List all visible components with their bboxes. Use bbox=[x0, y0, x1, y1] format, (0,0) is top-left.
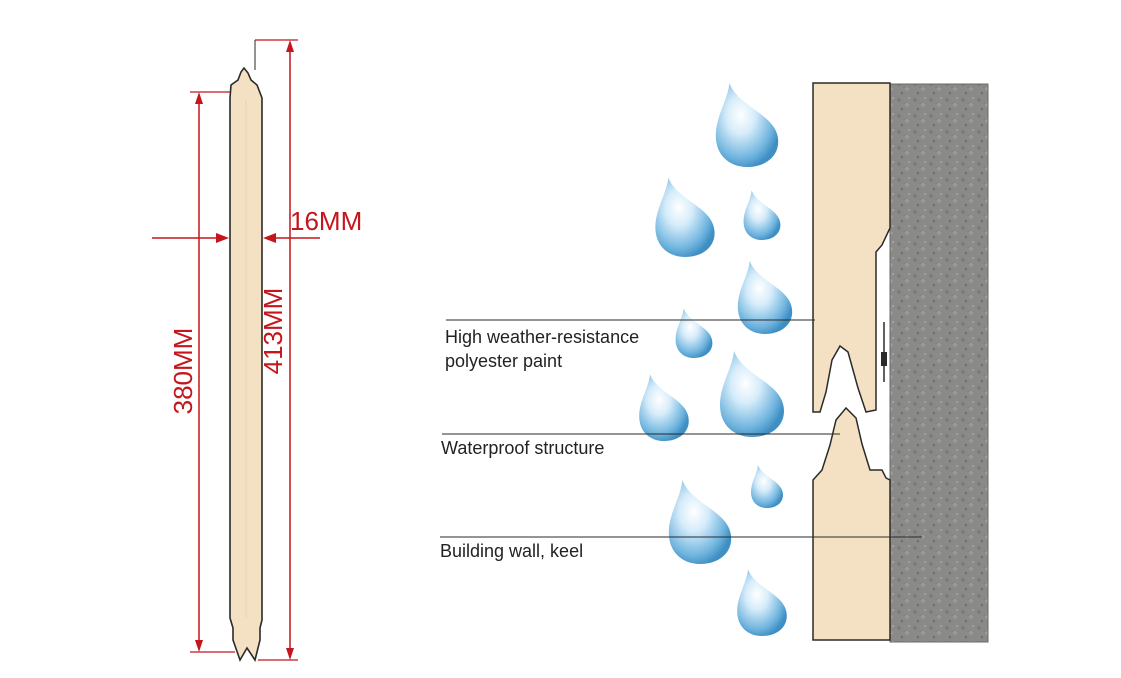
water-drops bbox=[639, 83, 793, 636]
water-drop-icon bbox=[743, 190, 781, 240]
water-drop-icon bbox=[720, 351, 784, 437]
water-drop-icon bbox=[675, 308, 713, 358]
callout-paint: High weather-resistance polyester paint bbox=[445, 325, 639, 373]
dimension-16 bbox=[152, 233, 320, 243]
water-drop-icon bbox=[751, 465, 783, 508]
effective-width-label: 380MM bbox=[168, 327, 198, 415]
building-wall bbox=[889, 83, 989, 643]
callout-wall: Building wall, keel bbox=[440, 541, 584, 561]
panel-profile bbox=[229, 66, 263, 662]
callout-waterproof: Waterproof structure bbox=[441, 438, 605, 458]
lower-panel bbox=[812, 406, 891, 641]
water-drop-icon bbox=[715, 83, 779, 167]
arrow-head-icon bbox=[286, 40, 294, 52]
arrow-head-icon bbox=[216, 233, 229, 243]
dimension-413 bbox=[254, 39, 298, 661]
thickness-label: 16MM bbox=[290, 206, 363, 236]
upper-panel bbox=[812, 82, 891, 413]
total-width-label: 413MM bbox=[258, 287, 288, 375]
water-drop-icon bbox=[737, 260, 793, 334]
callout-paint-line2: polyester paint bbox=[445, 351, 563, 371]
arrow-head-icon bbox=[263, 233, 276, 243]
callout-paint-line1: High weather-resistance bbox=[445, 327, 640, 347]
arrow-head-icon bbox=[195, 92, 203, 104]
leader-lines bbox=[440, 319, 922, 538]
fixing-clip bbox=[881, 352, 887, 366]
water-drop-icon bbox=[655, 177, 715, 257]
arrow-head-icon bbox=[195, 640, 203, 652]
water-drop-icon bbox=[639, 374, 689, 441]
water-drop-icon bbox=[668, 480, 732, 564]
panel-section bbox=[812, 82, 891, 641]
arrow-head-icon bbox=[286, 648, 294, 660]
dimension-380 bbox=[190, 91, 235, 653]
water-drop-icon bbox=[737, 569, 787, 636]
